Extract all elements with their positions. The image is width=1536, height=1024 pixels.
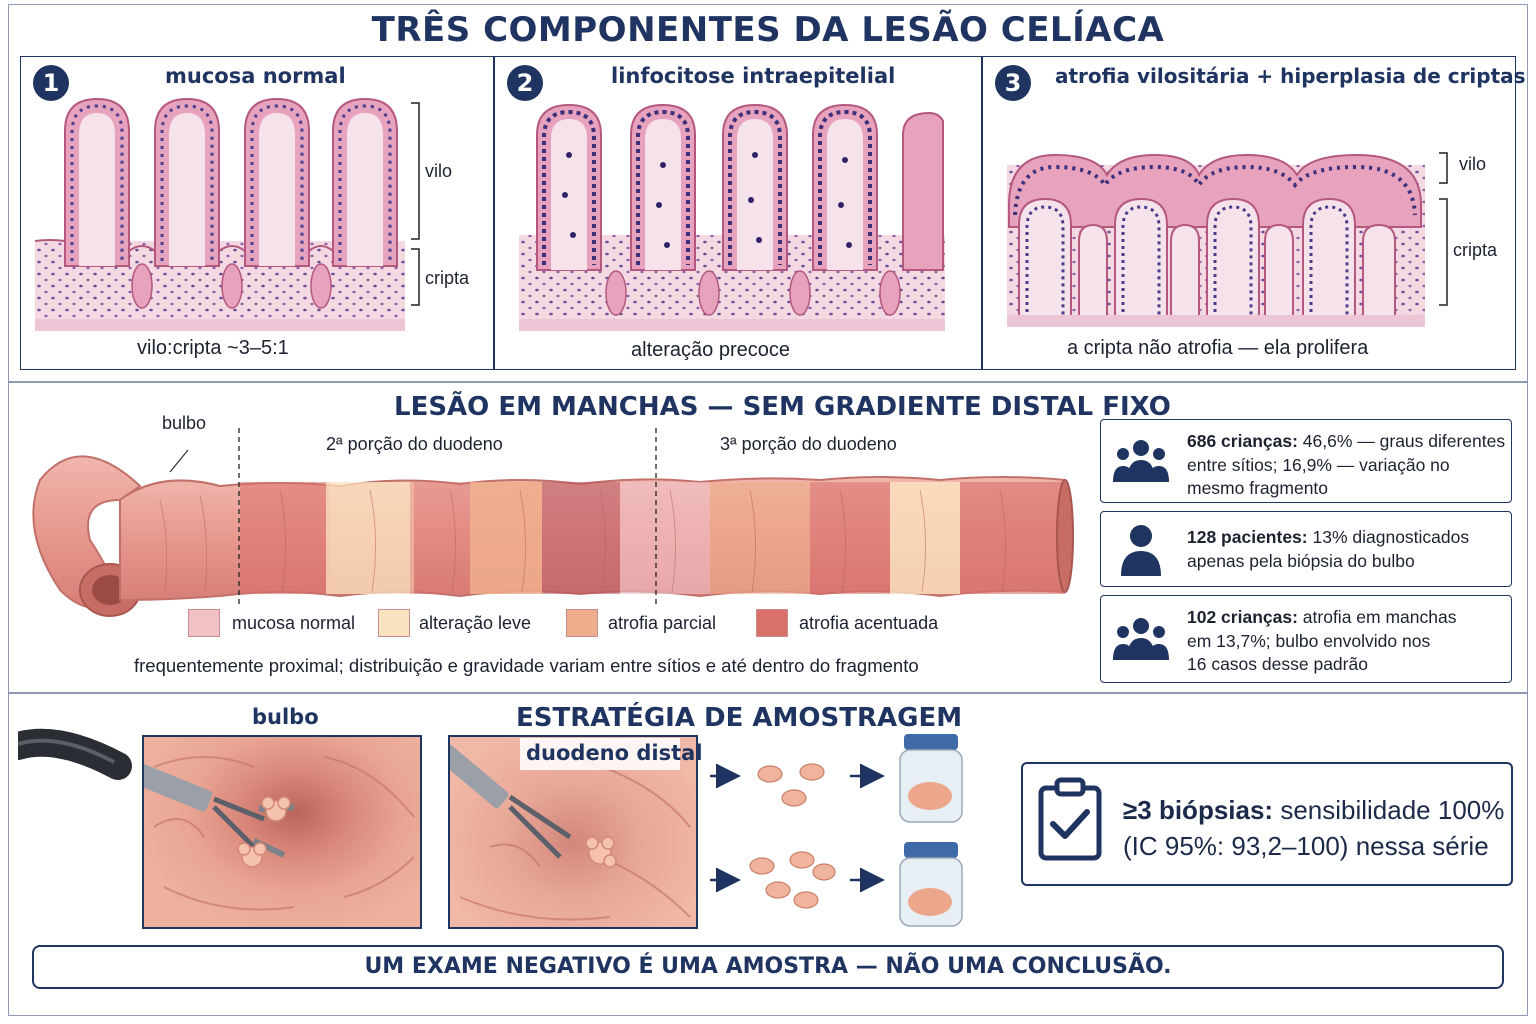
endoscope-illustration bbox=[18, 728, 132, 780]
panel-number-3: 3 bbox=[995, 65, 1031, 101]
stat-686-line-1: 686 crianças: 46,6% — graus diferentes bbox=[1187, 431, 1506, 451]
stat-text-102: 102 crianças: atrofia em manchas em 13,7… bbox=[1187, 606, 1456, 677]
crypt-bracket bbox=[411, 248, 420, 306]
stat-128-line-2: apenas pela biópsia do bulbo bbox=[1187, 550, 1415, 571]
villus-bracket bbox=[411, 102, 420, 240]
summary-text: ≥3 biópsias: sensibilidade 100% (IC 95%:… bbox=[1123, 792, 1504, 864]
legend-label-partial: atrofia parcial bbox=[608, 613, 717, 633]
conclusion-banner: UM EXAME NEGATIVO É UMA AMOSTRA — NÃO UM… bbox=[32, 945, 1504, 989]
page-title: TRÊS COMPONENTES DA LESÃO CELÍACA bbox=[371, 10, 1165, 50]
stat-box-128: 128 pacientes: 13% diagnosticados apenas… bbox=[1100, 511, 1512, 587]
stat-102-line-1: 102 crianças: atrofia em manchas bbox=[1187, 607, 1457, 627]
forceps-distal-illustration bbox=[450, 744, 691, 921]
distal-label-box bbox=[520, 738, 680, 770]
histology-lymphocytosis-illustration bbox=[519, 103, 945, 331]
forceps-bulb-illustration bbox=[144, 756, 415, 911]
legend-label-mild: alteração leve bbox=[419, 613, 532, 633]
atrophy-crypt-label: cripta bbox=[1453, 240, 1498, 260]
patchy-section-title: LESÃO EM MANCHAS — SEM GRADIENTE DISTAL … bbox=[394, 392, 1171, 422]
legend-label-marked: atrofia acentuada bbox=[799, 613, 939, 633]
outer-frame bbox=[8, 4, 1528, 1016]
sampling-flow-illustration bbox=[710, 734, 963, 927]
stat-text-686: 686 crianças: 46,6% — graus diferentes e… bbox=[1187, 430, 1505, 501]
stat-686-line-2: entre sítios; 16,9% — variação no bbox=[1187, 454, 1450, 475]
sampling-bulb-label: bulbo bbox=[252, 705, 319, 729]
panel-1-caption: vilo:cripta ~3–5:1 bbox=[137, 337, 289, 359]
stat-102-line-2: em 13,7%; bulbo envolvido nos bbox=[1187, 630, 1431, 651]
atrophy-villus-bracket bbox=[1439, 152, 1448, 184]
panel-1-title: mucosa normal bbox=[165, 64, 346, 88]
villus-label: vilo bbox=[425, 161, 453, 181]
panel-normal-mucosa: 1 mucosa normal bbox=[20, 56, 494, 370]
crypt-label: cripta bbox=[425, 268, 470, 288]
sampling-distal-label: duodeno distal bbox=[526, 741, 703, 765]
patchy-footnote: frequentemente proximal; distribuição e … bbox=[134, 655, 919, 676]
atrophy-crypt-bracket bbox=[1439, 198, 1448, 306]
legend-swatch-marked bbox=[756, 609, 788, 637]
stat-box-102: 102 crianças: atrofia em manchas em 13,7… bbox=[1100, 595, 1512, 683]
stat-box-686: 686 crianças: 46,6% — graus diferentes e… bbox=[1100, 419, 1512, 503]
legend-swatch-normal bbox=[188, 609, 220, 637]
panel-number-1: 1 bbox=[33, 65, 69, 101]
bulb-label-top: bulbo bbox=[162, 413, 207, 433]
duodenum-illustration bbox=[32, 428, 1074, 617]
divider-2 bbox=[8, 692, 1528, 694]
panel-intraepithelial-lymphocytosis: 2 linfocitose intraepitelial bbox=[494, 56, 982, 370]
legend-swatch-partial bbox=[566, 609, 598, 637]
panel-number-2: 2 bbox=[507, 65, 543, 101]
clipboard-check-icon bbox=[1038, 777, 1102, 861]
sampling-section-title: ESTRATÉGIA DE AMOSTRAGEM bbox=[516, 703, 963, 733]
segment-3-label: 3ª porção do duodeno bbox=[720, 434, 897, 454]
group-icon bbox=[1113, 618, 1169, 660]
panel-3-title: atrofia vilositária + hiperplasia de cri… bbox=[1055, 64, 1526, 88]
stat-686-line-3: mesmo fragmento bbox=[1187, 478, 1329, 498]
summary-box: ≥3 biópsias: sensibilidade 100% (IC 95%:… bbox=[1021, 762, 1513, 886]
legend-label-normal: mucosa normal bbox=[232, 613, 356, 633]
panel-2-caption: alteração precoce bbox=[631, 339, 790, 361]
stat-128-line-1: 128 pacientes: 13% diagnosticados bbox=[1187, 527, 1470, 547]
stat-102-line-3: 16 casos desse padrão bbox=[1187, 654, 1368, 674]
histology-normal-illustration bbox=[35, 97, 405, 331]
segment-2-label: 2ª porção do duodeno bbox=[326, 434, 503, 454]
summary-line-2: (IC 95%: 93,2–100) nessa série bbox=[1123, 831, 1489, 861]
panel-3-caption: a cripta não atrofia — ela prolifera bbox=[1067, 337, 1369, 359]
panel-villous-atrophy: 3 atrofia vilositária + hiperplasia de c… bbox=[982, 56, 1526, 370]
atrophy-villus-label: vilo bbox=[1459, 154, 1487, 174]
group-icon bbox=[1113, 440, 1169, 482]
histology-atrophy-illustration bbox=[1007, 153, 1425, 327]
person-icon bbox=[1121, 525, 1161, 576]
divider-1 bbox=[8, 381, 1528, 383]
panel-2-title: linfocitose intraepitelial bbox=[611, 64, 896, 88]
legend-swatch-mild bbox=[378, 609, 410, 637]
summary-line-1: ≥3 biópsias: sensibilidade 100% bbox=[1123, 795, 1505, 825]
bulb-endoscopy-photo bbox=[142, 735, 422, 929]
stat-text-128: 128 pacientes: 13% diagnosticados apenas… bbox=[1187, 526, 1469, 573]
